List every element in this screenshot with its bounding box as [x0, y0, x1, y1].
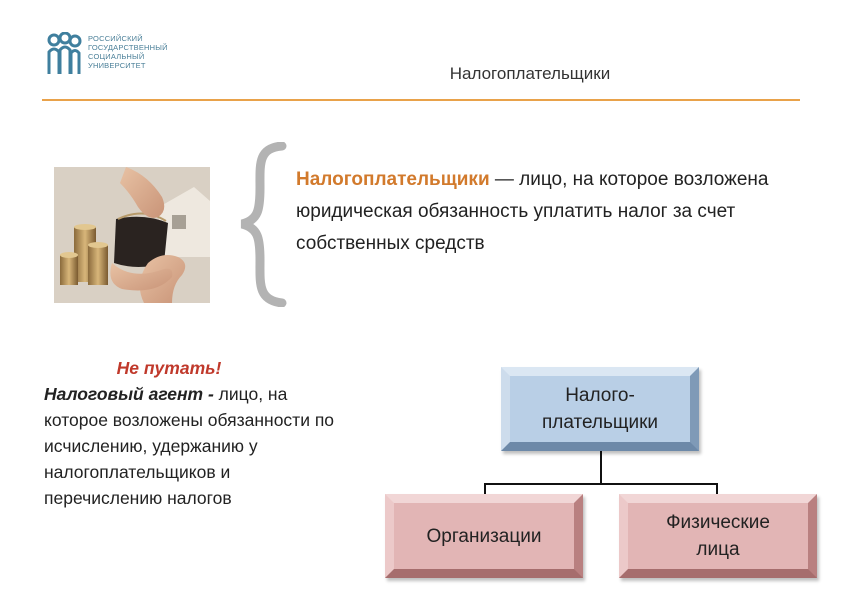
diagram-child-organizations: Организации	[385, 494, 583, 578]
connector-horizontal	[484, 483, 718, 485]
diagram-root-taxpayers: Налого- плательщики	[501, 367, 699, 451]
connector-right	[716, 483, 718, 494]
curly-brace-icon	[240, 142, 287, 307]
university-logo-icon	[47, 32, 82, 74]
tax-agent-text: лицо, на которое возложены обязанности п…	[44, 384, 335, 508]
warning-title: Не путать!	[116, 358, 222, 378]
tax-agent-note: Не путать! Налоговый агент - лицо, на ко…	[44, 355, 344, 511]
header-divider	[42, 99, 800, 101]
diagram-child-label: Физические лица	[666, 512, 770, 560]
taxpayer-definition: Налогоплательщики — лицо, на которое воз…	[296, 164, 786, 260]
slide-title: Налогоплательщики	[449, 64, 611, 83]
wallet-coins-photo	[54, 167, 210, 303]
wallet-coins-illustration	[54, 167, 210, 303]
diagram-root-label: Налого- плательщики	[541, 385, 659, 433]
diagram-child-individuals: Физические лица	[619, 494, 817, 578]
university-logo-text: Российский государственный социальный ун…	[88, 34, 168, 70]
university-logo: Российский государственный социальный ун…	[46, 32, 206, 78]
definition-text: — лицо, на которое возложена юридическая…	[296, 169, 769, 254]
tax-agent-term: Налоговый агент -	[44, 384, 214, 404]
diagram-child-label: Организации	[426, 525, 542, 547]
connector-left	[484, 483, 486, 494]
definition-term: Налогоплательщики	[296, 169, 490, 190]
connector-vertical-root	[600, 451, 602, 484]
